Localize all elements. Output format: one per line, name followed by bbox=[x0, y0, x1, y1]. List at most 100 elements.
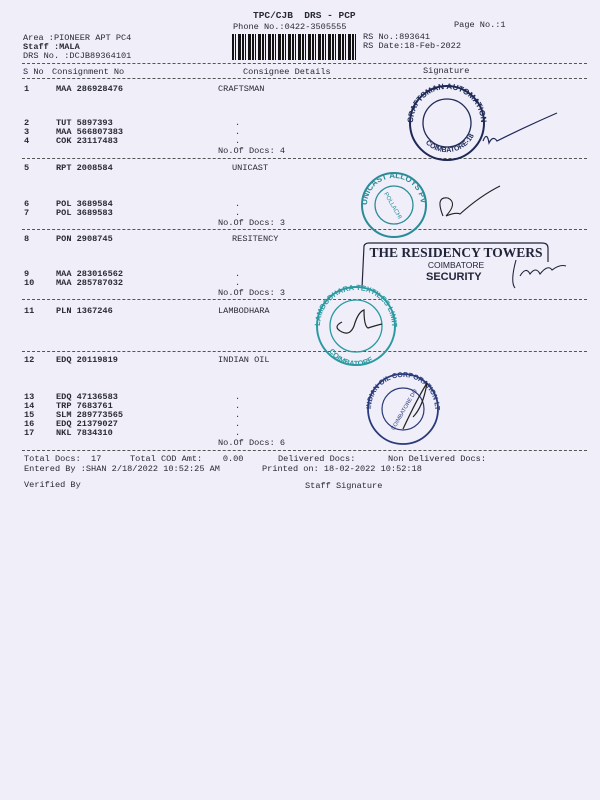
row-consignment-no: EDQ 21379027 bbox=[56, 419, 118, 429]
divider bbox=[22, 78, 587, 79]
row-consignee: . bbox=[235, 118, 241, 128]
col-consignee: Consignee Details bbox=[243, 67, 331, 77]
row-sno: 14 bbox=[24, 401, 35, 411]
row-sno: 17 bbox=[24, 428, 35, 438]
row-consignee: . bbox=[235, 278, 241, 288]
delivered-docs: Delivered Docs: bbox=[278, 454, 356, 464]
residency-stamp-line1: THE RESIDENCY TOWERS bbox=[369, 245, 542, 260]
row-consignee: . bbox=[235, 199, 241, 209]
signature-scribble bbox=[336, 309, 383, 334]
col-consignment: Consignment No bbox=[52, 67, 125, 77]
entered-by: Entered By :SHAN 2/18/2022 10:52:25 AM bbox=[24, 464, 220, 474]
row-sno: 6 bbox=[24, 199, 30, 209]
row-consignment-no: MAA 566807383 bbox=[56, 127, 124, 137]
rs-number: RS No.:893641 bbox=[363, 32, 431, 42]
row-sno: 15 bbox=[24, 410, 35, 420]
svg-text:COIMBATORE-18: COIMBATORE-18 bbox=[424, 133, 476, 155]
signature-scribble bbox=[482, 112, 558, 145]
craftsman-stamp: CRAFTSMAN AUTOMATION LIMITED COIMBATORE-… bbox=[402, 76, 558, 161]
residency-towers-stamp: THE RESIDENCY TOWERS COIMBATORE SECURITY bbox=[361, 242, 567, 289]
area: Area :PIONEER APT PC4 bbox=[23, 33, 132, 43]
row-consignment-no: POL 3689584 bbox=[56, 199, 113, 209]
row-sno: 7 bbox=[24, 208, 30, 218]
lambodhara-stamp-top-text: LAMBODHARA TEXTILES LIMITED bbox=[309, 277, 399, 328]
verified-by: Verified By bbox=[24, 480, 81, 490]
row-consignment-no: NKL 7834310 bbox=[56, 428, 113, 438]
row-consignment-no: EDQ 20119819 bbox=[56, 355, 118, 365]
row-consignee: RESITENCY bbox=[232, 234, 279, 244]
total-docs: Total Docs: 17 bbox=[24, 454, 102, 464]
row-consignment-no: RPT 2008584 bbox=[56, 163, 113, 173]
lambodhara-stamp: LAMBODHARA TEXTILES LIMITED COIMBATORE bbox=[309, 277, 399, 368]
barcode bbox=[232, 34, 356, 60]
divider bbox=[22, 158, 587, 159]
row-consignee: . bbox=[235, 136, 241, 146]
row-sno: 13 bbox=[24, 392, 35, 402]
row-consignment-no: EDQ 47136583 bbox=[56, 392, 118, 402]
row-consignment-no: COK 23117483 bbox=[56, 136, 118, 146]
total-cod-amount: Total COD Amt: 0.00 bbox=[130, 454, 244, 464]
document-title: TPC/CJB DRS - PCP bbox=[253, 10, 356, 21]
row-consignment-no: TRP 7683761 bbox=[56, 401, 113, 411]
row-consignee: UNICAST bbox=[232, 163, 269, 173]
signature-scribble bbox=[512, 259, 567, 289]
row-consignment-no: SLM 289773565 bbox=[56, 410, 124, 420]
divider bbox=[22, 229, 587, 230]
row-consignment-no: MAA 286928476 bbox=[56, 84, 124, 94]
row-sno: 9 bbox=[24, 269, 30, 279]
divider bbox=[22, 299, 587, 300]
row-sno: 16 bbox=[24, 419, 35, 429]
row-sno: 5 bbox=[24, 163, 30, 173]
row-consignee: . bbox=[235, 269, 241, 279]
signature-scribble bbox=[402, 382, 428, 430]
row-consignee: . bbox=[235, 208, 241, 218]
residency-stamp-line2: COIMBATORE bbox=[428, 260, 485, 270]
row-consignee: . bbox=[235, 428, 241, 438]
drs-number: DRS No. :DCJB89364101 bbox=[23, 51, 132, 61]
row-sno: 1 bbox=[24, 84, 30, 94]
row-consignment-no: TUT 5897393 bbox=[56, 118, 113, 128]
svg-text:COIMBATORE: COIMBATORE bbox=[327, 347, 374, 368]
non-delivered-docs: Non Delivered Docs: bbox=[388, 454, 486, 464]
craftsman-stamp-bottom-text: COIMBATORE-18 bbox=[424, 133, 476, 155]
unicast-stamp: UNICAST ALLOYS PVT LTD POLLACHI bbox=[355, 163, 501, 238]
rs-date: RS Date:18-Feb-2022 bbox=[363, 41, 461, 51]
row-consignee: . bbox=[235, 410, 241, 420]
indian-oil-stamp: INDIAN OIL CORPORATION LTD COIMBATORE DO bbox=[362, 366, 440, 445]
staff-signature: Staff Signature bbox=[305, 481, 383, 491]
row-sno: 4 bbox=[24, 136, 30, 146]
group-doc-count: No.Of Docs: 4 bbox=[218, 146, 286, 156]
residency-stamp-line3: SECURITY bbox=[426, 271, 482, 283]
row-consignee: LAMBODHARA bbox=[218, 306, 270, 316]
row-consignee: CRAFTSMAN bbox=[218, 84, 265, 94]
row-consignment-no: PON 2908745 bbox=[56, 234, 113, 244]
row-consignee: . bbox=[235, 392, 241, 402]
group-doc-count: No.Of Docs: 3 bbox=[218, 288, 286, 298]
unicast-stamp-center-text: POLLACHI bbox=[382, 192, 402, 221]
staff: Staff :MALA bbox=[23, 42, 80, 52]
phone-number: Phone No.:0422-3505555 bbox=[233, 22, 347, 32]
row-consignment-no: MAA 285787032 bbox=[56, 278, 124, 288]
divider bbox=[22, 450, 587, 451]
printed-on: Printed on: 18-02-2022 10:52:18 bbox=[262, 464, 422, 474]
row-consignee: . bbox=[235, 401, 241, 411]
lambodhara-stamp-bottom-text: COIMBATORE bbox=[327, 347, 374, 368]
divider bbox=[22, 351, 587, 352]
signature-scribble bbox=[439, 185, 501, 217]
row-sno: 12 bbox=[24, 355, 35, 365]
svg-text:LAMBODHARA TEXTILES LIMITED: LAMBODHARA TEXTILES LIMITED bbox=[309, 277, 399, 328]
row-consignment-no: POL 3689583 bbox=[56, 208, 113, 218]
row-sno: 3 bbox=[24, 127, 30, 137]
group-doc-count: No.Of Docs: 6 bbox=[218, 438, 286, 448]
row-sno: 8 bbox=[24, 234, 30, 244]
row-consignment-no: PLN 1367246 bbox=[56, 306, 113, 316]
row-consignee: INDIAN OIL bbox=[218, 355, 270, 365]
group-doc-count: No.Of Docs: 3 bbox=[218, 218, 286, 228]
row-sno: 10 bbox=[24, 278, 35, 288]
row-consignment-no: MAA 283016562 bbox=[56, 269, 124, 279]
divider bbox=[22, 63, 587, 64]
row-sno: 2 bbox=[24, 118, 30, 128]
page-number: Page No.:1 bbox=[454, 20, 506, 30]
col-signature: Signature bbox=[423, 66, 470, 76]
row-consignee: . bbox=[235, 419, 241, 429]
